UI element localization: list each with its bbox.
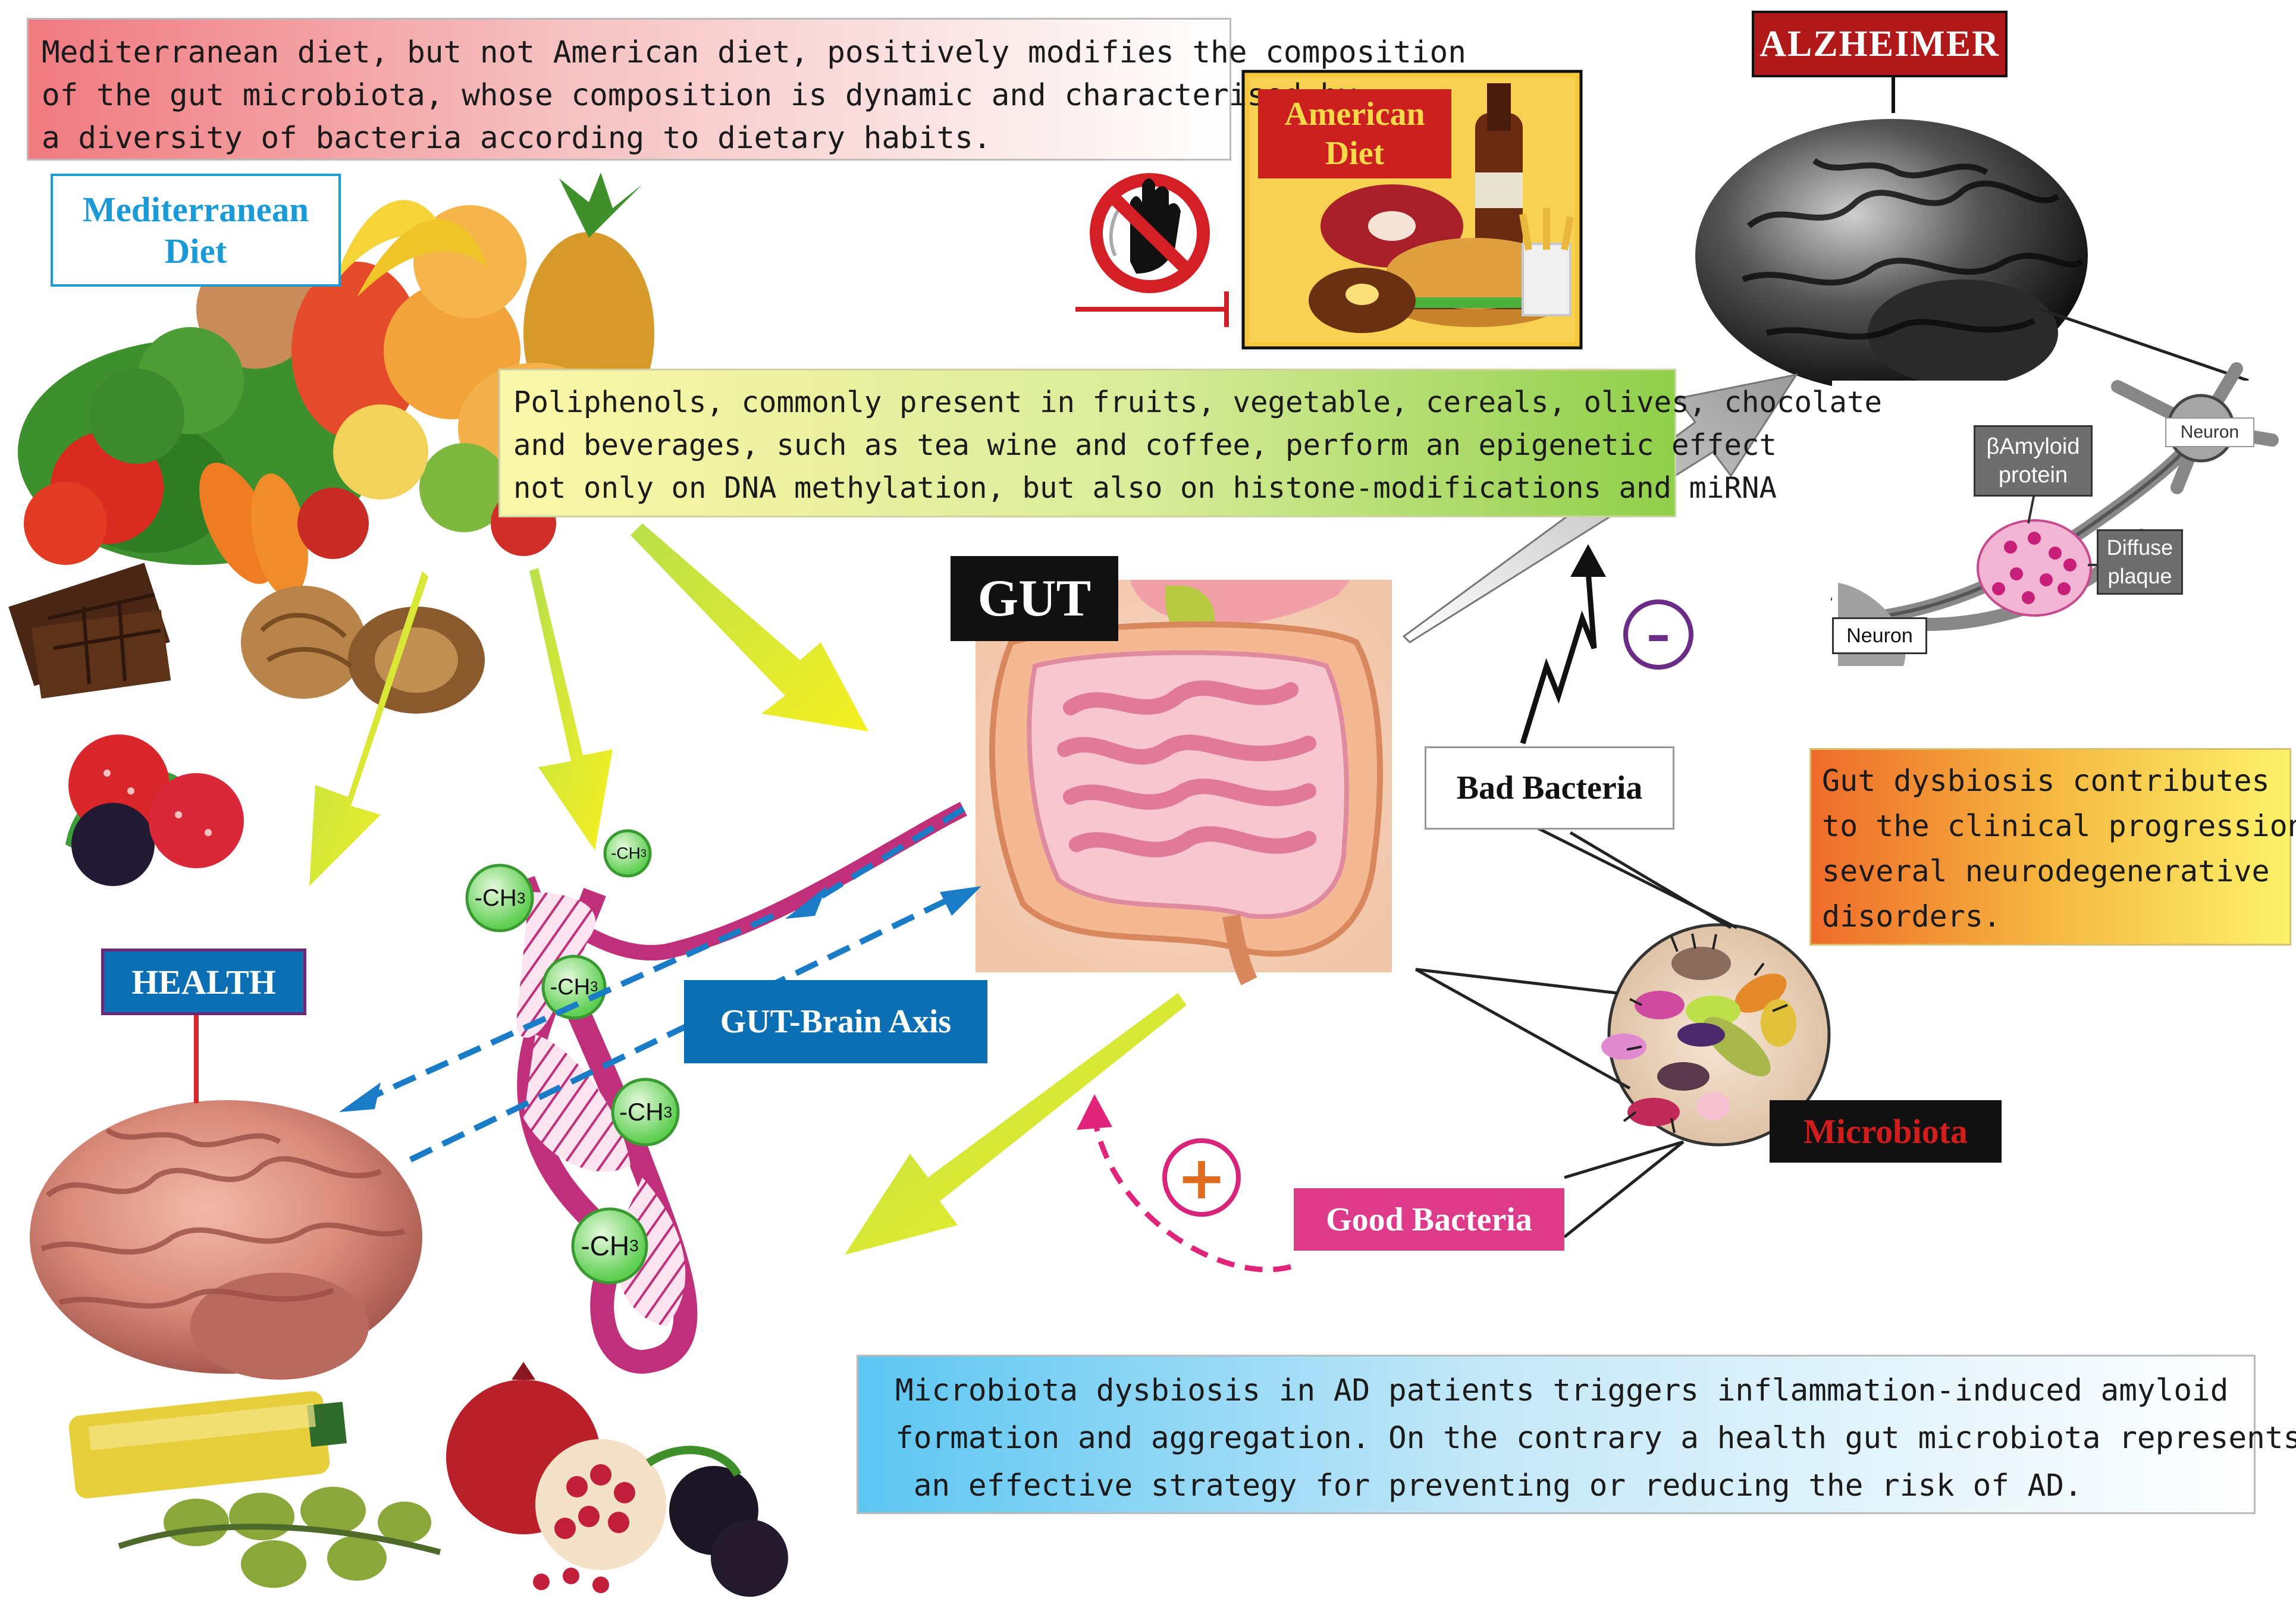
gut-icon bbox=[976, 580, 1392, 985]
american-diet-label: American Diet bbox=[1258, 89, 1451, 178]
polyphenols-note: Poliphenols, commonly present in fruits,… bbox=[498, 369, 1883, 517]
dysbiosis-line-3: several neurodegenerative bbox=[1822, 854, 2270, 888]
minus-sign-text: – bbox=[1646, 607, 1670, 662]
ad-note-line-3: an effective strategy for preventing or … bbox=[895, 1468, 2082, 1503]
health-brain-icon bbox=[30, 1100, 422, 1380]
minus-sign: – bbox=[1626, 602, 1691, 667]
no-entry-hand-icon bbox=[1090, 173, 1210, 293]
methyl-4-text: -CH bbox=[619, 1098, 664, 1126]
diffuse-plaque-line-2: plaque bbox=[2107, 564, 2172, 588]
polyphenols-line-3: not only on DNA methylation, but also on… bbox=[513, 471, 1777, 505]
alzheimer-label-text: ALZHEIMER bbox=[1759, 23, 2000, 64]
inhibition-line bbox=[1075, 291, 1229, 327]
zigzag-arrow-icon bbox=[1520, 544, 1606, 745]
health-label: HEALTH bbox=[101, 949, 306, 1015]
diffuse-plaque-label: Diffuse plaque bbox=[2097, 529, 2183, 595]
methyl-5-text: -CH bbox=[581, 1230, 630, 1261]
dysbiosis-line-4: disorders. bbox=[1822, 899, 2002, 934]
chocolate-illustration bbox=[8, 563, 171, 699]
gut-brain-axis-text: GUT-Brain Axis bbox=[720, 1003, 952, 1040]
methyl-4-sub: 3 bbox=[663, 1103, 673, 1121]
bacteria-icon bbox=[1601, 923, 1831, 1147]
dysbiosis-line-1: Gut dysbiosis contributes bbox=[1822, 764, 2270, 798]
methyl-2-text: -CH bbox=[611, 844, 641, 862]
methyl-3-sub: 3 bbox=[590, 979, 598, 995]
health-label-text: HEALTH bbox=[131, 962, 276, 1001]
diffuse-plaque-line-1: Diffuse bbox=[2106, 535, 2173, 560]
neuron-bottom-text: Neuron bbox=[1846, 624, 1913, 647]
good-bacteria-text: Good Bacteria bbox=[1326, 1201, 1532, 1238]
diet-note-line-2: of the gut microbiota, whose composition… bbox=[42, 78, 1357, 113]
ad-microbiota-note: Microbiota dysbiosis in AD patients trig… bbox=[857, 1355, 2296, 1514]
dna-helix-icon bbox=[498, 802, 967, 1374]
plus-sign-text: + bbox=[1177, 1142, 1227, 1213]
minus-circle bbox=[1623, 599, 1693, 670]
neuron-top-label: Neuron bbox=[2165, 417, 2254, 447]
beta-amyloid-label: βAmyloid protein bbox=[1974, 425, 2093, 497]
beta-amyloid-line-2: protein bbox=[1998, 463, 2068, 488]
gut-label-text: GUT bbox=[977, 570, 1091, 627]
walnuts-illustration bbox=[241, 586, 485, 714]
gut-label: GUT bbox=[951, 556, 1118, 641]
yellow-arrows bbox=[309, 523, 1187, 1255]
dysbiosis-note: Gut dysbiosis contributes to the clinica… bbox=[1809, 748, 2296, 946]
diet-note-line-3: a diversity of bacteria according to die… bbox=[42, 121, 992, 156]
neuron-top-text: Neuron bbox=[2180, 422, 2239, 442]
blue-dashed-arrows bbox=[349, 806, 965, 1163]
berries-illustration bbox=[65, 734, 244, 886]
pink-dashed-arrow bbox=[1077, 1094, 1292, 1273]
plus-circle bbox=[1162, 1138, 1241, 1217]
methyl-5-sub: 3 bbox=[629, 1236, 639, 1255]
american-label-line-2: Diet bbox=[1325, 135, 1385, 172]
methyl-1-sub: 3 bbox=[516, 888, 526, 907]
pomegranate-illustration bbox=[446, 1362, 788, 1597]
alzheimer-connector bbox=[1892, 77, 1895, 113]
bad-bacteria-label: Bad Bacteria bbox=[1425, 746, 1674, 830]
dysbiosis-line-2: to the clinical progression of bbox=[1822, 809, 2296, 843]
mediterranean-label-line-2: Diet bbox=[164, 231, 227, 271]
alzheimer-brain-icon bbox=[1695, 119, 2088, 392]
diet-microbiota-note: Mediterranean diet, but not American die… bbox=[27, 18, 1466, 161]
methyl-1-text: -CH bbox=[474, 884, 517, 911]
methyl-3-text: -CH bbox=[550, 974, 591, 1000]
alzheimer-label: ALZHEIMER bbox=[1752, 11, 2008, 77]
methyl-2-sub: 3 bbox=[640, 847, 647, 859]
bad-bacteria-text: Bad Bacteria bbox=[1456, 770, 1643, 806]
mediterranean-diet-label: Mediterranean Diet bbox=[51, 174, 341, 287]
diet-note-line-1: Mediterranean diet, but not American die… bbox=[42, 35, 1466, 70]
microbiota-text: Microbiota bbox=[1803, 1112, 1968, 1151]
gut-brain-axis-label: GUT-Brain Axis bbox=[684, 980, 987, 1063]
mediterranean-label-line-1: Mediterranean bbox=[82, 190, 309, 229]
methyl-group-circles bbox=[465, 829, 680, 1285]
american-label-line-1: American bbox=[1284, 96, 1425, 133]
ad-note-line-2: formation and aggregation. On the contra… bbox=[895, 1421, 2296, 1456]
polyphenols-line-1: Poliphenols, commonly present in fruits,… bbox=[513, 385, 1883, 419]
microbiota-connector-lines bbox=[1414, 819, 1738, 1238]
beta-amyloid-line-1: βAmyloid bbox=[1986, 434, 2080, 459]
ad-note-line-1: Microbiota dysbiosis in AD patients trig… bbox=[895, 1373, 2229, 1408]
polyphenols-line-2: and beverages, such as tea wine and coff… bbox=[513, 428, 1777, 462]
plus-sign: + bbox=[1165, 1141, 1238, 1214]
good-bacteria-label: Good Bacteria bbox=[1294, 1188, 1564, 1251]
olive-oil-illustration bbox=[68, 1391, 441, 1588]
neuron-bottom-label: Neuron bbox=[1832, 617, 1927, 654]
microbiota-label: Microbiota bbox=[1770, 1100, 2002, 1163]
blue-arrowheads bbox=[339, 886, 981, 1112]
